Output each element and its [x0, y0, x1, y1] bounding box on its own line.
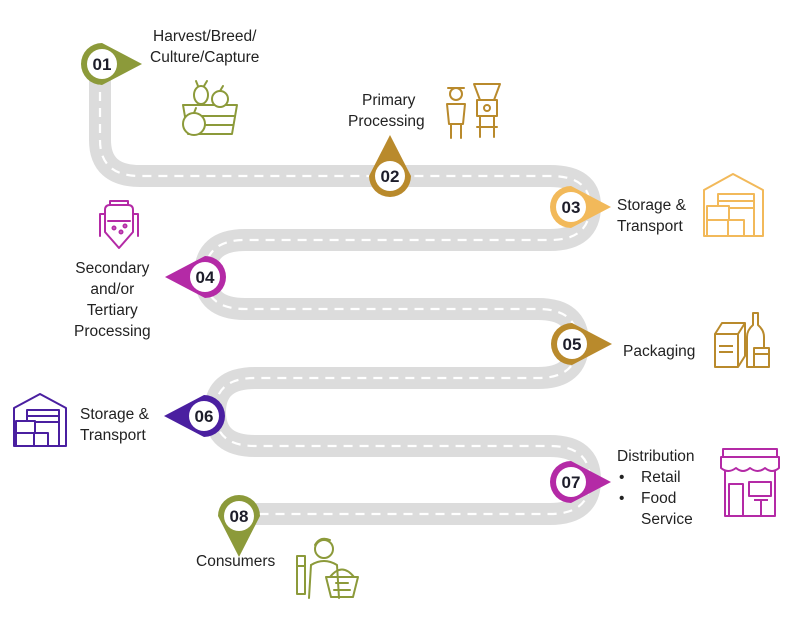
bullet-text: Retail [641, 469, 681, 486]
step-07-pin: 07 [550, 461, 611, 503]
step-01-pin: 01 [81, 43, 142, 85]
produce-crate-icon [182, 80, 238, 136]
step-06-label: Storage & Transport [80, 404, 149, 446]
step-04-label: Secondary and/or Tertiary Processing [74, 258, 151, 342]
step-02-label: Primary Processing [348, 90, 425, 132]
step-03-pin: 03 [550, 186, 611, 228]
label-line: and/or [90, 281, 135, 298]
step-number: 08 [230, 507, 249, 526]
step-08-label: Consumers [196, 551, 275, 572]
label-line: Culture/Capture [150, 49, 260, 66]
step-01-label: Harvest/Breed/ Culture/Capture [150, 26, 259, 68]
step-04-pin: 04 [165, 256, 226, 298]
step-number: 02 [381, 167, 400, 186]
shopper-basket-icon [296, 537, 359, 599]
list-item: Retail [617, 467, 695, 488]
label-line: Packaging [623, 343, 696, 360]
step-07-label: Distribution Retail Food Service [617, 446, 695, 530]
bullet-text: Food [641, 490, 677, 507]
step-number: 03 [562, 198, 581, 217]
step-number: 04 [196, 268, 215, 287]
step-02-pin: 02 [369, 135, 411, 197]
storefront-icon [720, 448, 780, 517]
label-line: Primary [362, 92, 416, 109]
label-line: Transport [617, 218, 683, 235]
step-08-pin: 08 [218, 495, 260, 557]
list-item: Food Service [617, 488, 695, 530]
warehouse-icon [13, 393, 67, 447]
worker-mill-icon [446, 83, 501, 139]
label-line: Storage & [617, 197, 686, 214]
step-number: 06 [195, 407, 214, 426]
bullet-text: Service [641, 511, 693, 528]
label-line: Processing [348, 113, 425, 130]
label-line: Harvest/Breed/ [153, 28, 257, 45]
step-05-label: Packaging [623, 341, 695, 362]
label-line: Tertiary [86, 302, 138, 319]
label-line: Processing [74, 323, 151, 340]
step-number: 05 [563, 335, 582, 354]
label-line: Consumers [196, 553, 276, 570]
road-center-line [98, 60, 592, 516]
step-number: 07 [562, 473, 581, 492]
processing-tank-icon [99, 200, 139, 249]
warehouse-icon [703, 173, 764, 237]
packaged-goods-icon [714, 312, 770, 368]
step-05-pin: 05 [551, 323, 612, 365]
label-line: Storage & [80, 406, 149, 423]
distribution-channel-list: Retail Food Service [617, 467, 695, 530]
step-06-pin: 06 [164, 395, 225, 437]
label-line: Distribution [617, 448, 695, 465]
label-line: Secondary [75, 260, 150, 277]
step-number: 01 [93, 55, 112, 74]
step-03-label: Storage & Transport [617, 195, 686, 237]
label-line: Transport [80, 427, 146, 444]
